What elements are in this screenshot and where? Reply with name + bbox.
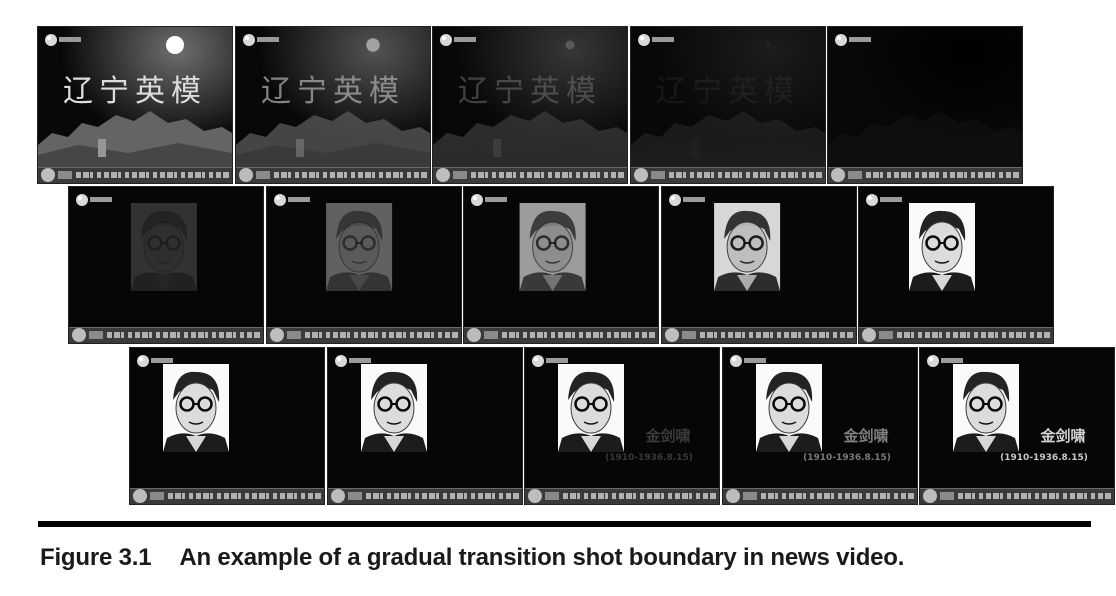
news-ticker-bar [662, 327, 856, 343]
ticker-badge-icon [726, 489, 740, 503]
title-text: 辽宁英模 [853, 74, 997, 109]
channel-logo-icon [335, 355, 371, 367]
person-name-text: 金剑啸 [644, 427, 690, 445]
person-name-text: 金剑啸 [842, 427, 888, 445]
sun-glow-icon [166, 36, 184, 54]
portrait-image [130, 203, 197, 291]
figure-caption-text: An example of a gradual transition shot … [179, 544, 905, 571]
channel-logo-icon [927, 355, 963, 367]
person-dates-text: (1910-1936.8.15) [803, 453, 891, 463]
video-frame [129, 347, 325, 505]
person-name-text: 金剑啸 [1039, 427, 1085, 445]
ticker-badge-icon [133, 489, 147, 503]
news-ticker-bar [328, 488, 522, 504]
channel-logo-icon [532, 355, 568, 367]
ticker-badge-icon [270, 328, 284, 342]
news-ticker-bar [69, 327, 263, 343]
news-ticker-bar [631, 167, 825, 183]
title-text: 辽宁英模 [458, 74, 602, 109]
title-text: 辽宁英模 [63, 74, 207, 109]
figure-label: Figure 3.1 [40, 544, 152, 571]
channel-logo-icon [137, 355, 173, 367]
news-ticker-bar [236, 167, 430, 183]
ticker-badge-icon [634, 168, 648, 182]
title-scene: 辽宁英模 [631, 27, 825, 183]
news-ticker-bar [38, 167, 232, 183]
news-ticker-bar [723, 488, 917, 504]
news-ticker-bar [464, 327, 658, 343]
channel-logo-icon [471, 194, 507, 206]
video-frame [463, 186, 659, 344]
sun-glow-icon [765, 42, 771, 48]
figure-caption: Figure 3.1 An example of a gradual transi… [40, 544, 904, 572]
title-scene: 辽宁英模 [38, 27, 232, 183]
ticker-badge-icon [72, 328, 86, 342]
channel-logo-icon [440, 34, 476, 46]
news-ticker-bar [525, 488, 719, 504]
news-ticker-bar [267, 327, 461, 343]
channel-logo-icon [835, 34, 871, 46]
video-frame: 辽宁英模 [37, 26, 233, 184]
video-frame: 辽宁英模 [235, 26, 431, 184]
video-frame [858, 186, 1054, 344]
portrait-image [953, 364, 1019, 452]
news-ticker-bar [920, 488, 1114, 504]
person-dates-text: (1910-1936.8.15) [1000, 453, 1088, 463]
ticker-badge-icon [436, 168, 450, 182]
news-ticker-bar [859, 327, 1053, 343]
video-frame: 金剑啸 (1910-1936.8.15) [524, 347, 720, 505]
video-frame: 辽宁英模 [630, 26, 826, 184]
channel-logo-icon [76, 194, 112, 206]
title-scene: 辽宁英模 [433, 27, 627, 183]
video-frame [327, 347, 523, 505]
channel-logo-icon [730, 355, 766, 367]
ticker-badge-icon [528, 489, 542, 503]
video-frame: 辽宁英模 [432, 26, 628, 184]
portrait-image [163, 364, 229, 452]
person-dates-text: (1910-1936.8.15) [605, 453, 693, 463]
portrait-image [326, 203, 393, 291]
ticker-badge-icon [665, 328, 679, 342]
ticker-badge-icon [467, 328, 481, 342]
portrait-image [558, 364, 624, 452]
channel-logo-icon [669, 194, 705, 206]
portrait-image [519, 203, 586, 291]
video-frame [266, 186, 462, 344]
news-ticker-bar [130, 488, 324, 504]
channel-logo-icon [866, 194, 902, 206]
ticker-badge-icon [41, 168, 55, 182]
title-text: 辽宁英模 [656, 74, 800, 109]
video-frame: 金剑啸 (1910-1936.8.15) [722, 347, 918, 505]
video-frame: 辽宁英模 [827, 26, 1023, 184]
news-ticker-bar [828, 167, 1022, 183]
sun-glow-icon [366, 38, 380, 52]
portrait-image [756, 364, 822, 452]
title-text: 辽宁英模 [261, 74, 405, 109]
portrait-image [714, 203, 781, 291]
portrait-image [361, 364, 427, 452]
monument-silhouette [828, 111, 1022, 167]
ticker-badge-icon [923, 489, 937, 503]
channel-logo-icon [638, 34, 674, 46]
channel-logo-icon [243, 34, 279, 46]
ticker-badge-icon [331, 489, 345, 503]
ticker-badge-icon [831, 168, 845, 182]
news-ticker-bar [433, 167, 627, 183]
video-frame: 金剑啸 (1910-1936.8.15) [919, 347, 1115, 505]
ticker-badge-icon [239, 168, 253, 182]
channel-logo-icon [45, 34, 81, 46]
sun-glow-icon [565, 40, 575, 50]
ticker-badge-icon [862, 328, 876, 342]
caption-rule [38, 521, 1091, 527]
channel-logo-icon [274, 194, 310, 206]
title-scene: 辽宁英模 [236, 27, 430, 183]
title-scene: 辽宁英模 [828, 27, 1022, 183]
video-frame [68, 186, 264, 344]
video-frame [661, 186, 857, 344]
glasses-icon [147, 235, 163, 251]
portrait-image [909, 203, 975, 291]
